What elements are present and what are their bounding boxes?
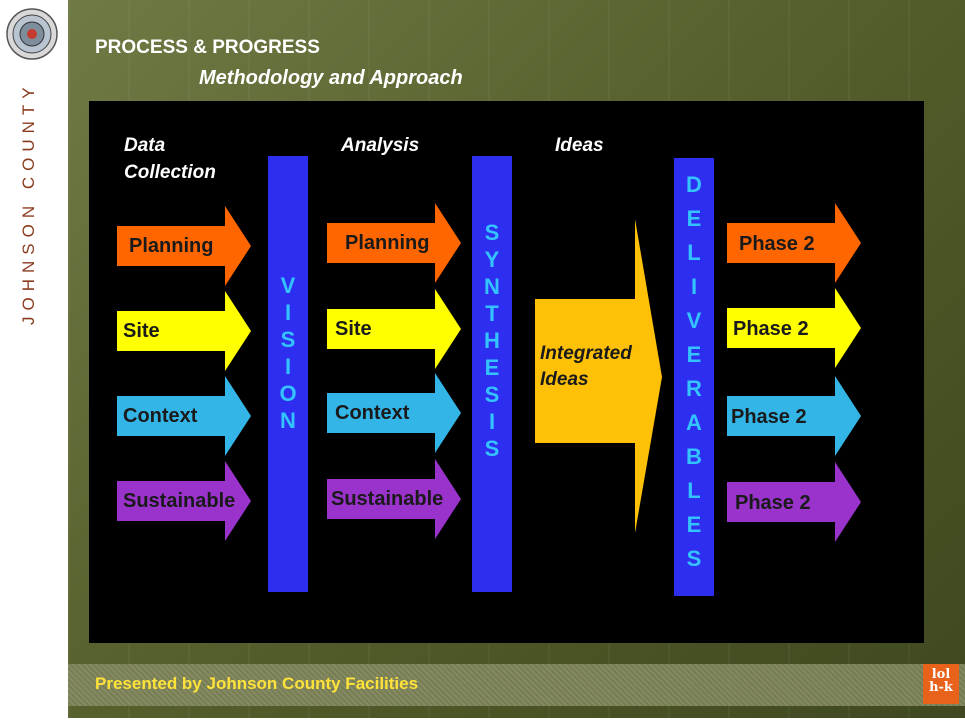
bar-letter: R [686,376,702,401]
output-label-4: Phase 2 [735,492,811,514]
bottom-border [68,718,965,721]
bar-letter: I [285,354,291,379]
bar-letter: L [687,240,700,265]
process-diagram: Data Collection Analysis Ideas Planning … [117,135,861,596]
bar-letter: S [485,220,500,245]
synthesis-bar [472,156,512,592]
bar-letter: I [285,300,291,325]
col1-arrow-planning [117,206,251,286]
bar-letter: V [687,308,702,333]
bar-letter: Y [485,247,500,272]
bar-letter: L [687,478,700,503]
bar-letter: N [280,408,296,433]
col2-arrow-planning [327,203,461,283]
col1-arrow-sustainable [117,461,251,541]
bar-letter: E [687,342,702,367]
integrated-ideas-arrow [535,219,662,533]
bar-letter: A [686,410,702,435]
col1-arrow-site [117,291,251,371]
footer-text: Presented by Johnson County Facilities [95,674,419,693]
county-name: JOHNSON COUNTY [19,81,38,325]
col2-label-sustainable: Sustainable [331,488,443,510]
col2-arrow-context [327,373,461,453]
slide-subtitle: Methodology and Approach [199,67,463,89]
col1-label-site: Site [123,320,160,342]
output-arrow-2 [727,288,861,368]
header-collection: Collection [124,162,216,183]
col2-label-planning: Planning [345,232,429,254]
col2-arrow-site [327,289,461,369]
slide: PROCESS & PROGRESS Methodology and Appro… [68,0,965,721]
integrated-label-line2: Ideas [540,369,589,390]
output-label-2: Phase 2 [733,318,809,340]
output-label-3: Phase 2 [731,406,807,428]
logo-text: lol h-k [929,667,953,695]
bar-letter: I [691,274,697,299]
output-label-1: Phase 2 [739,233,815,255]
slide-title: PROCESS & PROGRESS [95,37,320,58]
output-arrow-3 [727,376,861,456]
bar-letter: E [687,206,702,231]
bar-letter: S [485,382,500,407]
header-data: Data [124,135,166,156]
bar-letter: S [687,546,702,571]
bar-letter: O [279,381,296,406]
header-analysis: Analysis [340,135,419,156]
bar-letter: I [489,409,495,434]
col1-label-planning: Planning [129,235,213,257]
sidebar: JOHNSON COUNTY [0,0,69,721]
bar-letter: E [485,355,500,380]
deliverables-bar [674,158,714,596]
col2-label-site: Site [335,318,372,340]
output-arrow-4 [727,462,861,542]
col1-label-sustainable: Sustainable [123,490,235,512]
footer-band [68,664,965,706]
output-arrow-1 [727,203,861,283]
col1-label-context: Context [123,405,198,427]
bar-letter: V [281,273,296,298]
bar-letter: S [485,436,500,461]
bar-letter: B [686,444,702,469]
bar-letter: T [485,301,499,326]
bar-letter: S [281,327,296,352]
hk-logo: lol h-k [923,664,959,704]
bar-letter: N [484,274,500,299]
col2-label-context: Context [335,402,410,424]
bar-letter: H [484,328,500,353]
bar-letter: E [687,512,702,537]
header-ideas: Ideas [555,135,604,156]
county-seal-icon [6,8,58,60]
diagram-panel: Data Collection Analysis Ideas Planning … [89,101,924,643]
integrated-label-line1: Integrated [540,343,632,364]
col2-arrow-sustainable [327,459,461,539]
col1-arrow-context [117,376,251,456]
vision-bar [268,156,308,592]
bar-letter: D [686,172,702,197]
